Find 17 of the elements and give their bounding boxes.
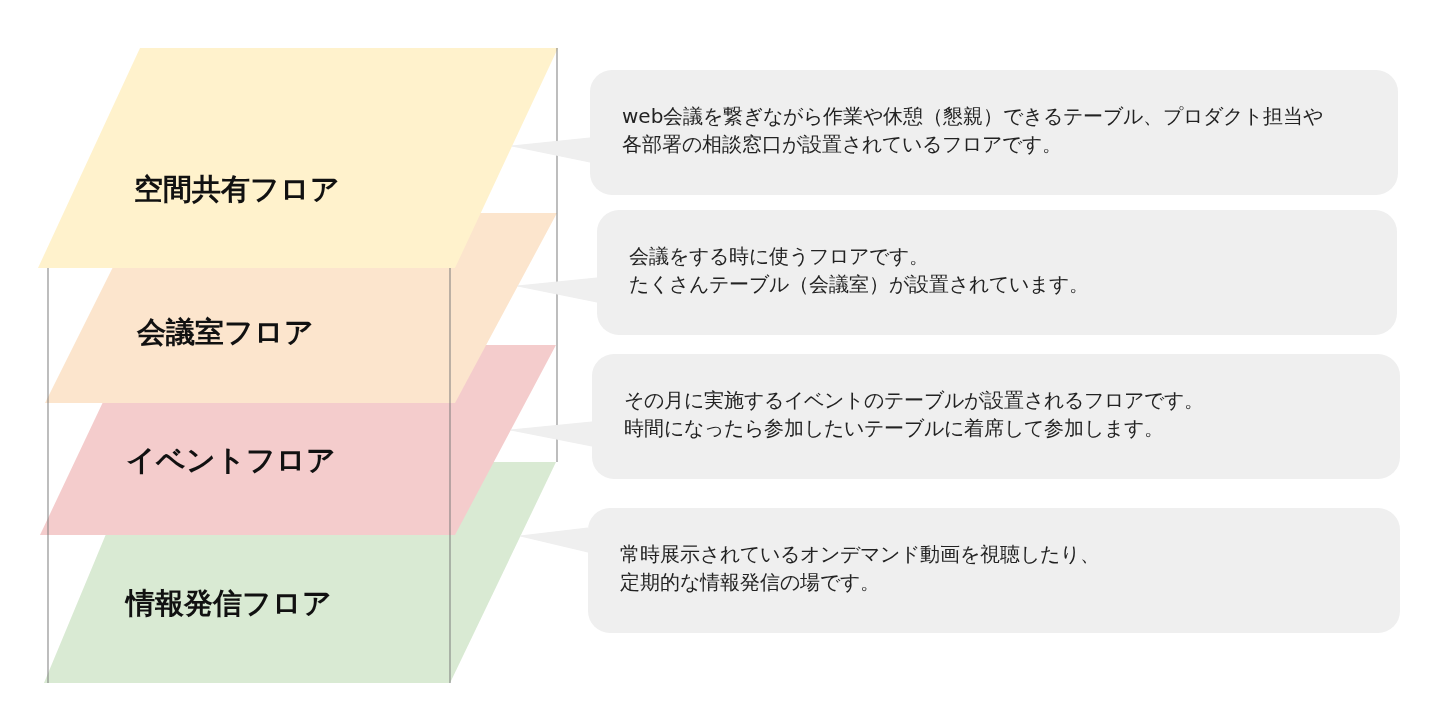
floor-plane <box>40 345 556 535</box>
floor-description: web会議を繋ぎながら作業や休憩（懇親）できるテーブル、プロダクト担当や各部署の相談窓口が設置されているフロアです。 <box>622 103 1325 158</box>
floor-name: 情報発信フロア <box>126 585 332 622</box>
callout-pointer <box>511 137 591 163</box>
callout-pointer <box>517 277 598 303</box>
floor-name: 会議室フロア <box>137 314 314 351</box>
floor-description: その月に実施するイベントのテーブルが設置されるフロアです。 <box>624 387 1205 414</box>
floor-description: 時間になったら参加したいテーブルに着席して参加します。 <box>624 415 1165 442</box>
floor-plane <box>45 213 557 403</box>
floor-description: たくさんテーブル（会議室）が設置されています。 <box>629 271 1090 298</box>
floor-description: 常時展示されているオンデマンド動画を視聴したり、 <box>620 541 1101 568</box>
floor-name: 空間共有フロア <box>134 171 340 208</box>
callout-pointer <box>520 527 589 553</box>
floor-description: 定期的な情報発信の場です。 <box>620 569 881 596</box>
floor-name: イベントフロア <box>126 442 336 479</box>
callout-pointer <box>510 421 593 447</box>
floor-description: 会議をする時に使うフロアです。 <box>629 243 930 270</box>
